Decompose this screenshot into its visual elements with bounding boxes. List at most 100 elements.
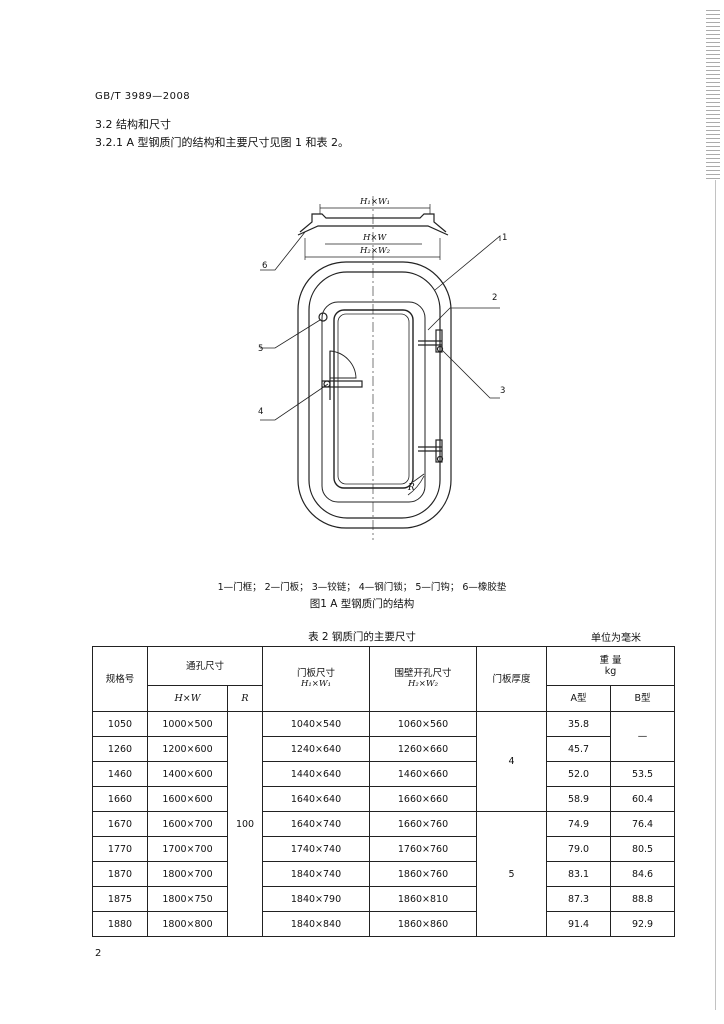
radius-arc [407,475,425,496]
table-cell: 1000×500 [147,711,228,737]
b-dash-cell: — [610,711,676,762]
dim-label-top: H₁×W₁ [359,197,390,207]
table-unit: 单位为毫米 [591,633,641,644]
table-cell: 76.4 [610,811,676,837]
door-frame-outer [297,261,452,529]
table-cell: 1840×740 [262,861,371,887]
header-type-b: B型 [610,685,676,712]
table-cell: 1260 [92,736,148,762]
table-cell: 52.0 [546,761,612,787]
header-opening-hw: H×W [147,685,228,712]
leader-5 [260,319,321,349]
table-cell: 92.9 [610,911,676,937]
table-cell: 79.0 [546,836,612,862]
table-cell: 1860×810 [369,886,478,912]
thickness-cell-1: 4 [476,711,548,812]
table-cell: 1800×700 [147,861,228,887]
table-cell: 1460×660 [369,761,478,787]
table-cell: 1660×760 [369,811,478,837]
header-bulkhead: 围壁开孔尺寸 H₂×W₂ [369,646,478,712]
table-cell: 1860×860 [369,911,478,937]
table-cell: 1060×560 [369,711,478,737]
table-cell: 1840×790 [262,886,371,912]
dim-label-bottom: H₂×W₂ [359,246,391,256]
leader-4 [260,383,329,421]
header-weight: 重 量 kg [546,646,676,686]
header-thickness: 门板厚度 [476,646,548,712]
table-cell: 1400×600 [147,761,228,787]
scan-edge-artifact [706,10,720,180]
table-cell: 1260×660 [369,736,478,762]
table-cell: 1860×760 [369,861,478,887]
top-section-plate [297,225,449,236]
table-cell: 60.4 [610,786,676,812]
header-door-plate: 门板尺寸 H₁×W₁ [262,646,371,712]
figure-legend: 1—门框； 2—门板； 3—铰链； 4—钢门锁； 5—门钩； 6—橡胶垫 [217,582,507,593]
door-frame-inner [308,271,441,519]
standard-number: GB/T 3989—2008 [95,91,191,102]
table-cell: 87.3 [546,886,612,912]
leader-3 [441,349,500,399]
table-cell: 91.4 [546,911,612,937]
leader-6 [260,231,306,271]
door-hook [318,312,328,322]
table-cell: 88.8 [610,886,676,912]
table-cell: 1640×640 [262,786,371,812]
header-opening: 通孔尺寸 [146,646,264,686]
table-cell: 1870 [92,861,148,887]
table-cell: 1880 [92,911,148,937]
table-cell: 84.6 [610,861,676,887]
table-cell: 1800×750 [147,886,228,912]
hinge-lower [418,439,444,463]
leader-1 [434,235,501,291]
table-cell: 80.5 [610,836,676,862]
header-type-a: A型 [546,685,612,712]
table-cell: 58.9 [546,786,612,812]
hinge-upper [418,329,444,353]
table-cell: 1875 [92,886,148,912]
thickness-cell-2: 5 [476,811,548,937]
r-value-cell: 100 [226,711,264,937]
callout-6: 6 [262,261,267,271]
table-title: 表 2 钢质门的主要尺寸 [308,631,416,643]
table-cell: 1660 [92,786,148,812]
table-cell: 1800×800 [147,911,228,937]
table-cell: 1240×640 [262,736,371,762]
section-paragraph: 3.2.1 A 型钢质门的结构和主要尺寸见图 1 和表 2。 [95,136,349,149]
callout-4: 4 [258,407,263,417]
table-cell: 1770 [92,836,148,862]
table-cell: 1740×740 [262,836,371,862]
page-number: 2 [95,948,102,959]
table-cell: 1200×600 [147,736,228,762]
callout-1: 1 [502,233,507,243]
table-cell: 1760×760 [369,836,478,862]
door-window [333,309,414,489]
table-cell: 1050 [92,711,148,737]
callout-5: 5 [258,344,263,354]
dimension-table: 规格号 通孔尺寸 门板尺寸 H₁×W₁ 围壁开孔尺寸 H₂×W₂ 门板厚度 重 … [92,646,676,937]
header-opening-r: R [226,685,264,712]
door-structure-drawing: H₁×W₁ H×W H₂×W₂ R 1 2 3 4 5 6 [258,196,507,540]
radius-label: R [407,483,415,493]
leader-2 [427,307,500,331]
table-cell: 53.5 [610,761,676,787]
section-title: 3.2 结构和尺寸 [95,118,171,131]
table-cell: 1660×660 [369,786,478,812]
callout-2: 2 [492,293,497,303]
figure-caption: 图1 A 型钢质门的结构 [309,598,415,610]
table-cell: 1040×540 [262,711,371,737]
table-cell: 74.9 [546,811,612,837]
door-plate [321,301,426,503]
header-spec: 规格号 [92,646,148,712]
table-cell: 1670 [92,811,148,837]
scan-edge-line [715,180,716,1010]
